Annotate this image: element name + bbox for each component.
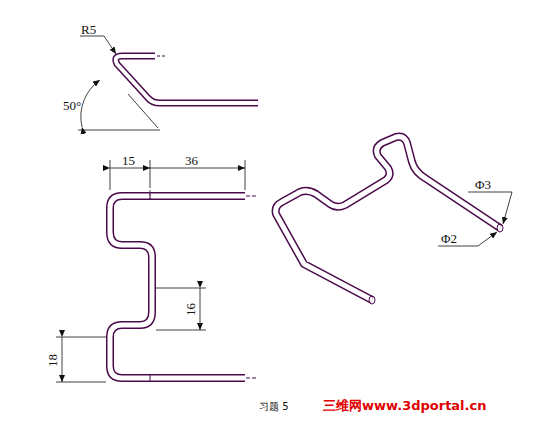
diameter-dimension: Φ3 xyxy=(474,177,492,192)
length-dimension: 36 xyxy=(184,153,199,168)
length-dimension: 15 xyxy=(121,153,136,168)
iso-view xyxy=(276,137,503,304)
watermark: 三维网www.3dportal.cn xyxy=(322,398,487,413)
diameter-dimension: Φ2 xyxy=(440,231,458,246)
side-view xyxy=(116,56,258,103)
angle-dimension: 50° xyxy=(62,98,82,113)
radius-dimension: R5 xyxy=(80,22,97,37)
height-dimension: 16 xyxy=(183,302,198,317)
front-view xyxy=(110,190,258,382)
height-dimension: 18 xyxy=(45,353,60,368)
dimension-lines xyxy=(56,36,512,382)
exercise-caption: 习题 5 xyxy=(258,401,290,413)
